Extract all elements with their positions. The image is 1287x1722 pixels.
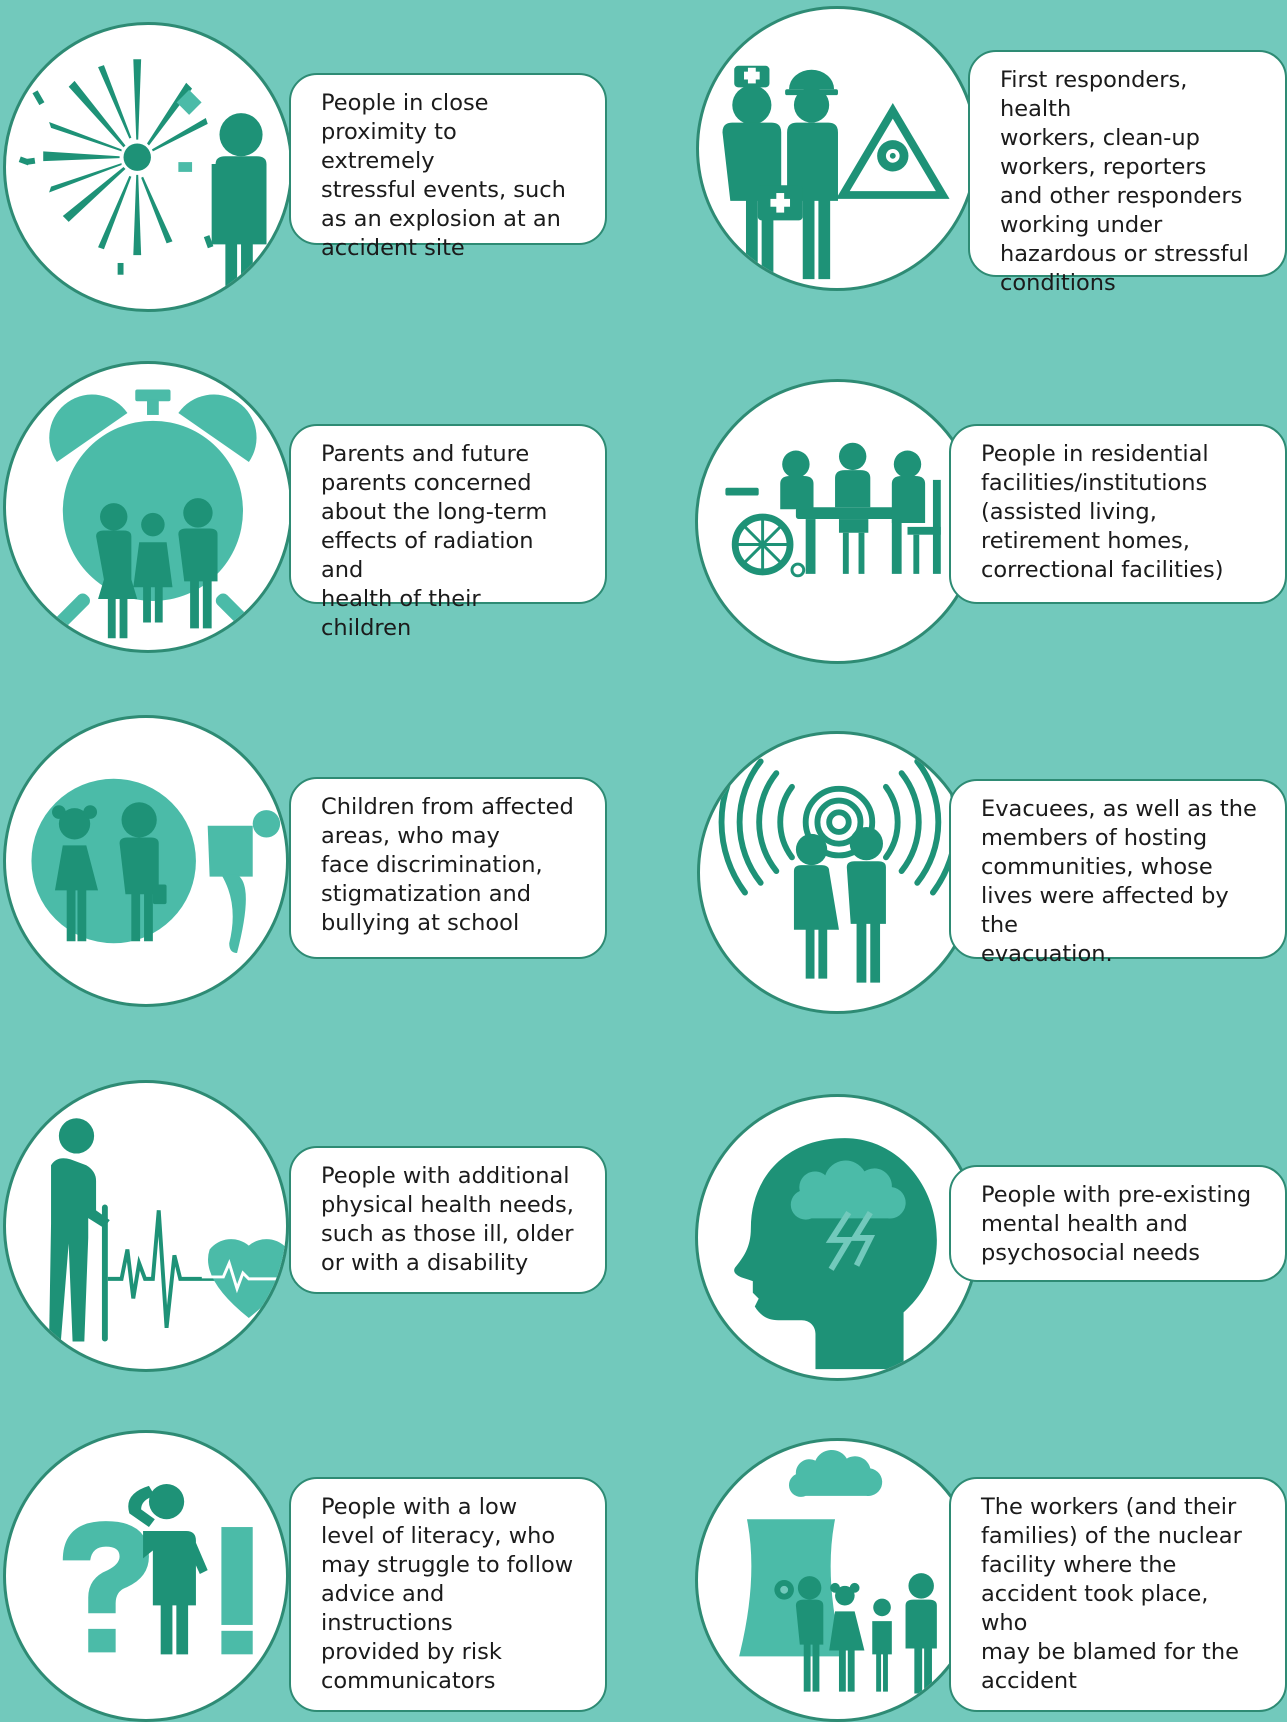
residents-at-table-icon: [695, 379, 980, 664]
explosion-person-icon: [3, 22, 293, 312]
group-description: Parents and future parents concerned abo…: [289, 424, 607, 641]
group-description: The workers (and their families) of the …: [949, 1477, 1287, 1712]
group-description: People with additional physical health n…: [289, 1146, 607, 1294]
alarm-clock-family-icon: [3, 361, 293, 653]
confused-person-icon: [3, 1430, 289, 1722]
responders-biohazard-icon: [696, 6, 978, 291]
group-description: Children from affected areas, who may fa…: [289, 777, 607, 959]
evacuees-signal-icon: [697, 731, 977, 1014]
elderly-heartbeat-icon: [3, 1080, 289, 1372]
group-description: People in residential facilities/institu…: [949, 424, 1287, 604]
nuclear-plant-family-icon: [695, 1438, 980, 1722]
head-storm-icon: [695, 1094, 980, 1381]
group-description: People with a low level of literacy, who…: [289, 1477, 607, 1712]
group-description: First responders, health workers, clean-…: [968, 50, 1287, 296]
group-description: Evacuees, as well as the members of host…: [949, 779, 1287, 967]
group-description: People in close proximity to extremely s…: [289, 73, 607, 261]
group-description: People with pre-existing mental health a…: [949, 1165, 1287, 1282]
children-thumbs-down-icon: [3, 715, 289, 1007]
